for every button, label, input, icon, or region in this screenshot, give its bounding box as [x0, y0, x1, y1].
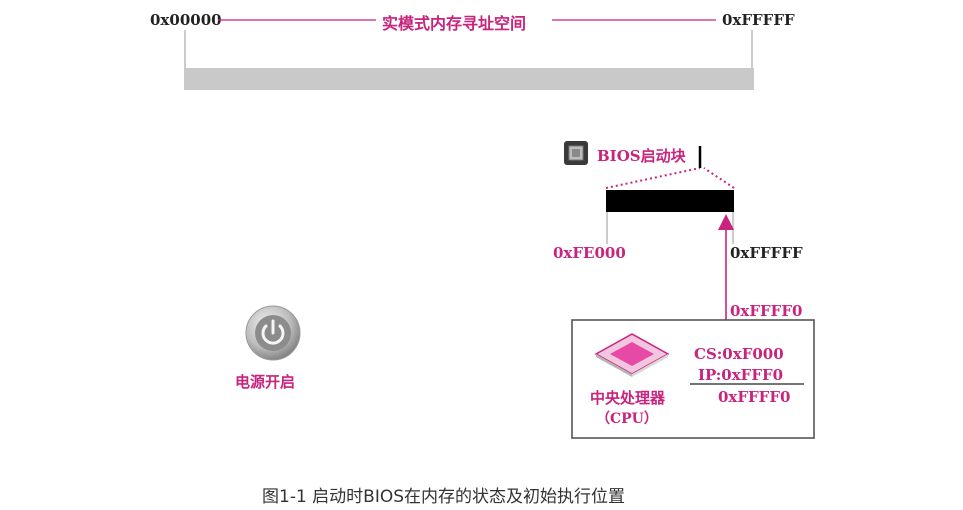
bios-zoom-line-left	[605, 167, 701, 189]
bios-zoom-line-right	[703, 167, 735, 189]
bios-block-label: BIOS启动块	[597, 147, 686, 165]
figure-caption: 图1-1 启动时BIOS在内存的状态及初始执行位置	[262, 487, 626, 507]
cpu-chip-icon	[592, 330, 672, 378]
bios-start-address: 0xFE000	[553, 244, 626, 262]
address-space-title: 实模式内存寻址空间	[382, 14, 527, 33]
cpu-box	[571, 319, 815, 439]
entry-address-label: 0xFFFF0	[730, 302, 803, 320]
computed-address: 0xFFFF0	[718, 388, 791, 406]
memory-space-bar	[184, 68, 754, 90]
cpu-label: 中央处理器	[590, 389, 666, 407]
address-end-label: 0xFFFFF	[722, 11, 795, 29]
power-button-icon	[244, 304, 302, 362]
bios-block-bar	[606, 190, 734, 212]
cs-register: CS:0xF000	[694, 345, 784, 363]
cpu-sublabel: （CPU）	[596, 411, 658, 427]
power-on-label: 电源开启	[235, 373, 296, 391]
address-start-label: 0x00000	[150, 11, 222, 29]
ip-register: IP:0xFFF0	[698, 366, 784, 384]
bios-end-address: 0xFFFFF	[730, 244, 803, 262]
bios-chip-icon	[563, 140, 589, 166]
